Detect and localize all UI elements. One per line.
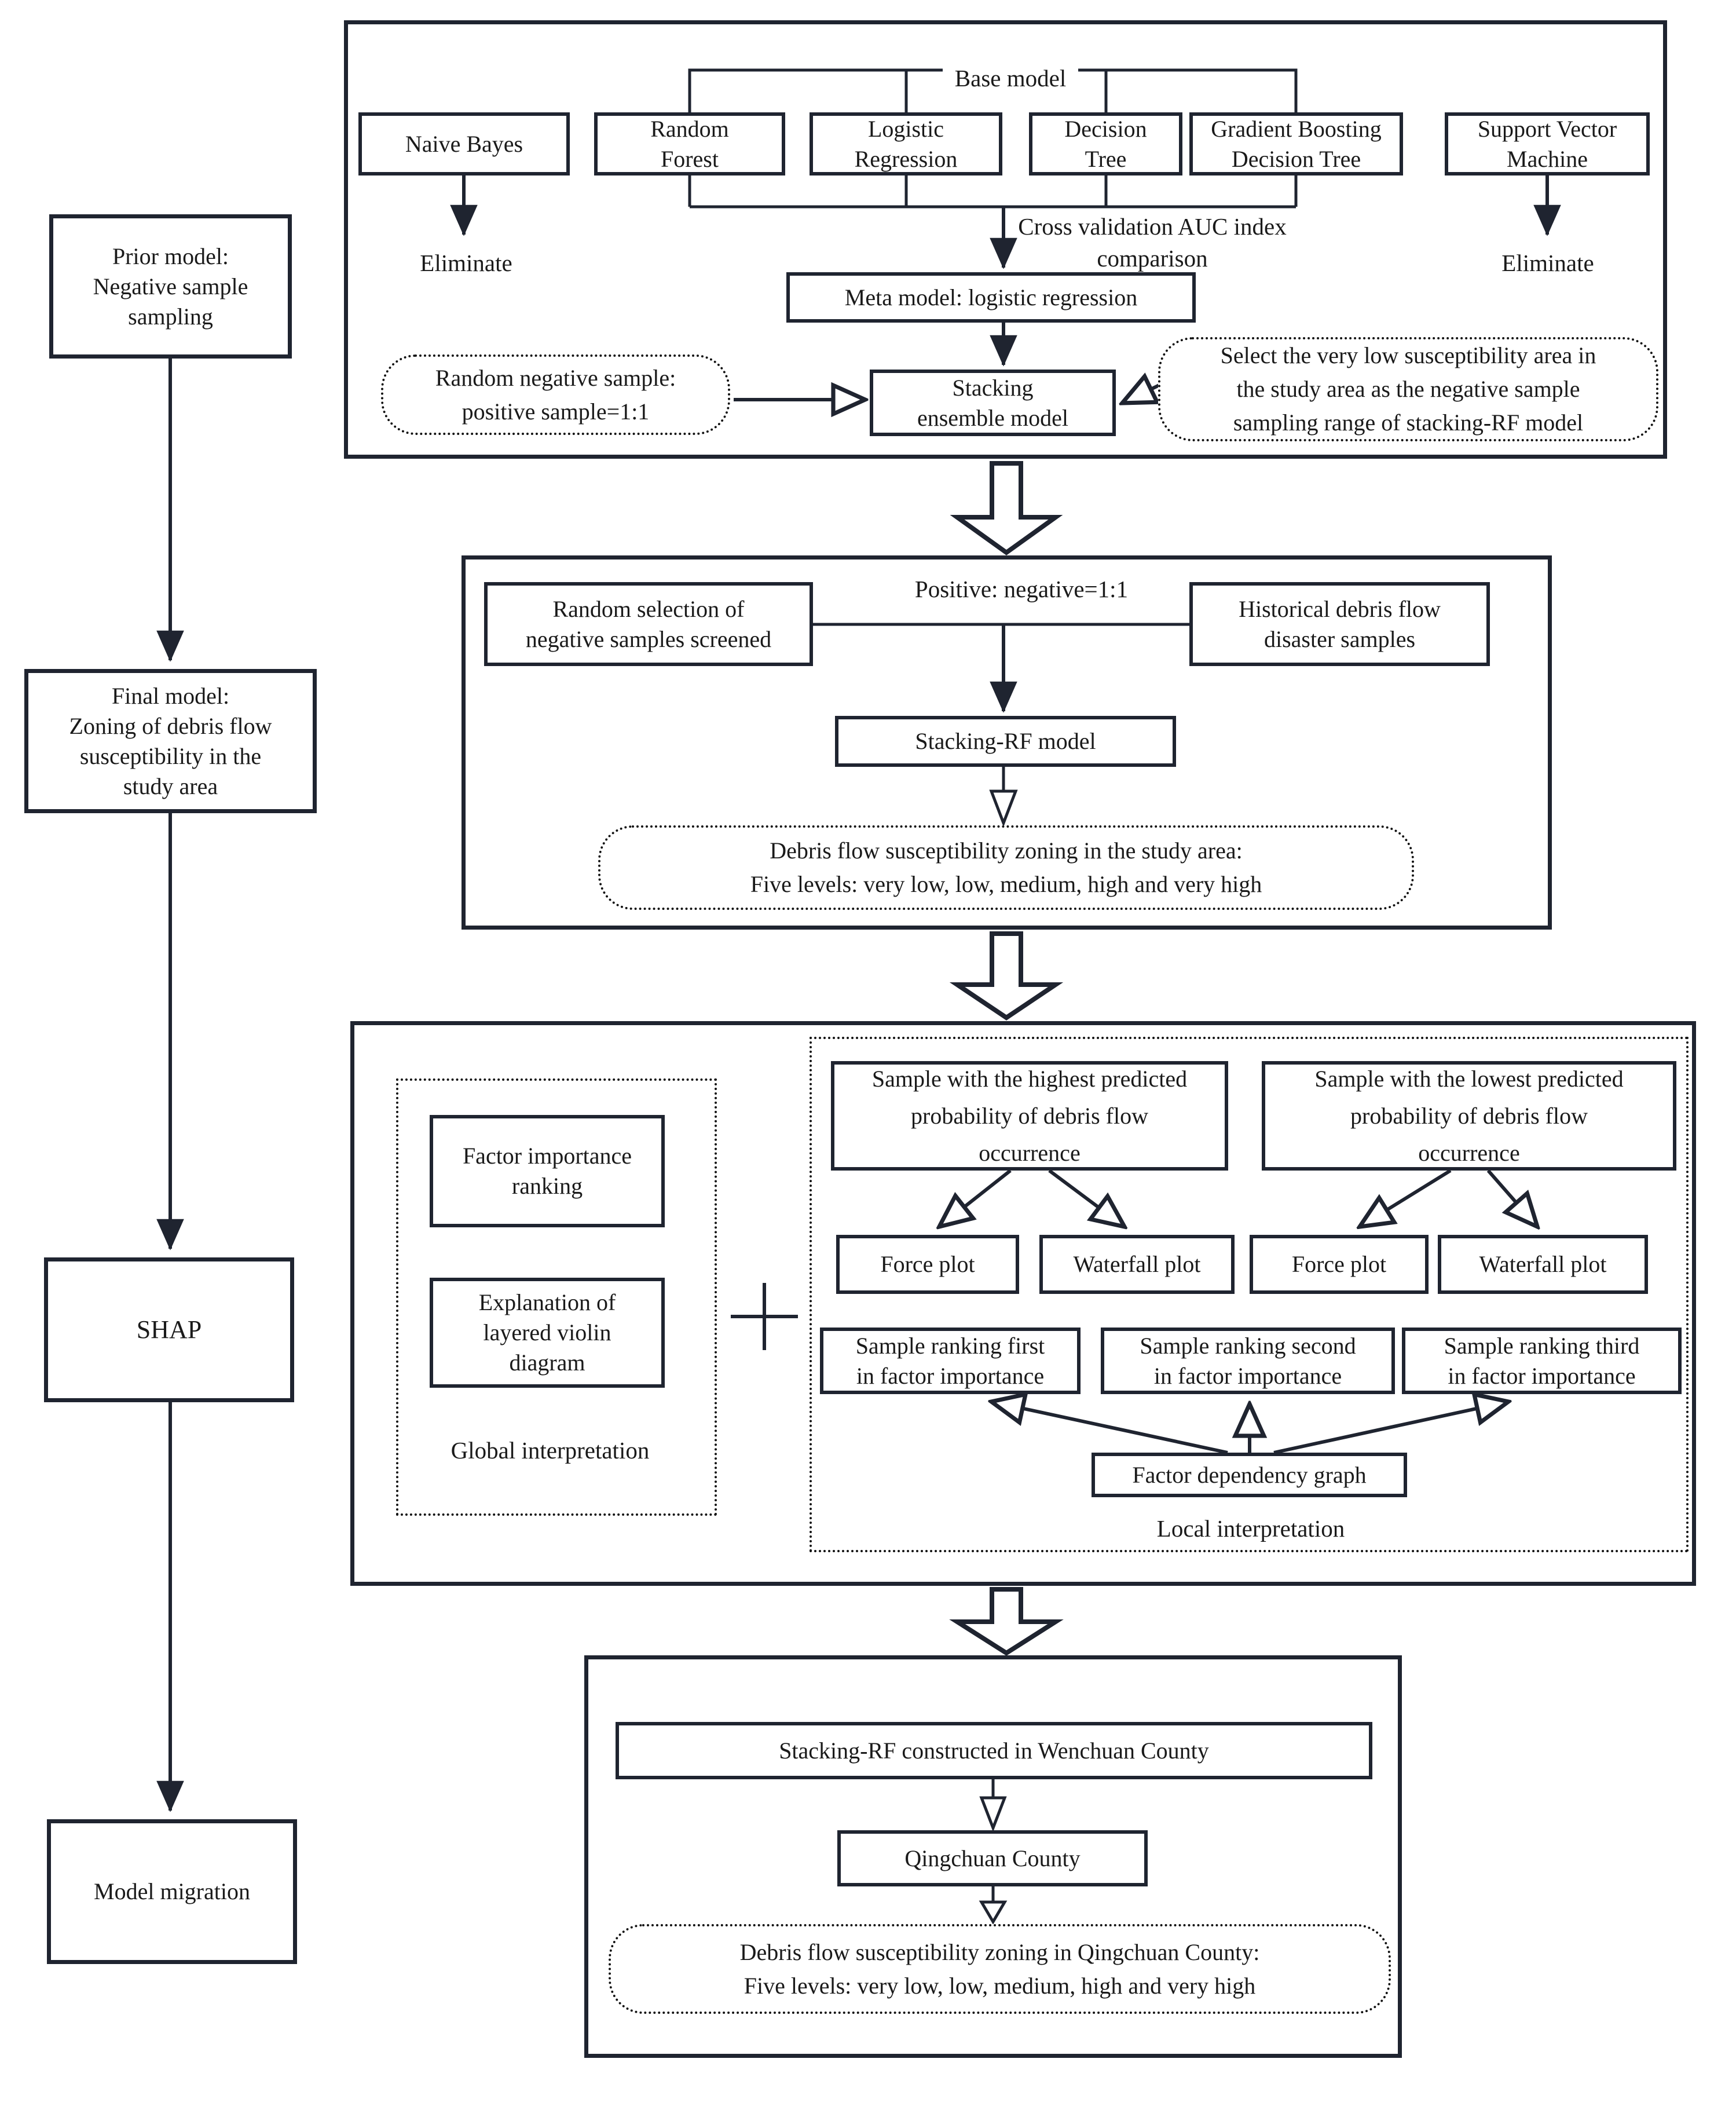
hint-select-area: Select the very low susceptibility area … — [1158, 337, 1658, 441]
eliminate-left-label: Eliminate — [420, 250, 512, 276]
box-stacking-ensemble: Stacking ensemble model — [870, 370, 1116, 436]
stacking-rf-down-arrow — [989, 767, 1018, 828]
box-decision-tree: Decision Tree — [1029, 112, 1182, 175]
box-factor-dependency: Factor dependency graph — [1092, 1453, 1407, 1497]
section-final-model — [462, 555, 1552, 930]
box-waterfall-plot-1: Waterfall plot — [1039, 1235, 1235, 1294]
cross-validation-label: Cross validation AUC index comparison — [1018, 213, 1287, 272]
section-model-migration — [584, 1655, 1402, 2058]
box-naive-bayes: Naive Bayes — [358, 112, 570, 175]
cross-validation-connector — [688, 175, 1298, 269]
box-rank-first: Sample ranking first in factor importanc… — [820, 1328, 1081, 1394]
factor-dependency-arrows — [991, 1402, 1508, 1454]
base-model-label: Base model — [954, 65, 1067, 92]
hint-zoning-study-area: Debris flow susceptibility zoning in the… — [598, 825, 1414, 910]
box-force-plot-1: Force plot — [836, 1235, 1019, 1294]
section2-connectors — [813, 623, 1189, 713]
box-random-forest: Random Forest — [594, 112, 785, 175]
hint-zoning-qingchuan: Debris flow susceptibility zoning in Qin… — [609, 1924, 1391, 2014]
box-shap: SHAP — [44, 1257, 294, 1402]
global-interpretation-label: Global interpretation — [451, 1437, 650, 1464]
box-svm: Support Vector Machine — [1445, 112, 1650, 175]
box-sample-highest: Sample with the highest predicted probab… — [831, 1061, 1228, 1171]
box-waterfall-plot-2: Waterfall plot — [1438, 1235, 1648, 1294]
box-random-selection: Random selection of negative samples scr… — [484, 582, 813, 666]
box-logistic-regression: Logistic Regression — [810, 112, 1002, 175]
box-historical-samples: Historical debris flow disaster samples — [1189, 582, 1490, 666]
eliminate-right-label: Eliminate — [1501, 250, 1594, 276]
ratio-label: Positive: negative=1:1 — [914, 576, 1129, 602]
box-qingchuan: Qingchuan County — [837, 1830, 1148, 1886]
box-violin-explanation: Explanation of layered violin diagram — [430, 1278, 665, 1388]
box-rank-second: Sample ranking second in factor importan… — [1101, 1328, 1395, 1394]
box-wenchuan: Stacking-RF constructed in Wenchuan Coun… — [616, 1722, 1372, 1779]
box-gbdt: Gradient Boosting Decision Tree — [1189, 112, 1403, 175]
box-meta-model: Meta model: logistic regression — [786, 272, 1196, 323]
sample-to-plot-arrows — [939, 1169, 1537, 1227]
section4-arrows — [979, 1779, 1008, 1925]
plus-sign — [731, 1283, 798, 1350]
box-prior-model: Prior model: Negative sample sampling — [49, 214, 292, 359]
box-stacking-rf: Stacking-RF model — [835, 716, 1176, 767]
section-shap — [350, 1021, 1696, 1586]
box-rank-third: Sample ranking third in factor importanc… — [1402, 1328, 1682, 1394]
box-final-model: Final model: Zoning of debris flow susce… — [24, 669, 317, 813]
section-negative-sampling — [344, 20, 1667, 459]
section-block-arrows — [949, 461, 1064, 1656]
box-factor-importance: Factor importance ranking — [430, 1115, 665, 1227]
box-force-plot-2: Force plot — [1250, 1235, 1429, 1294]
base-model-bracket — [688, 68, 1298, 112]
local-interpretation-frame — [810, 1037, 1689, 1552]
box-sample-lowest: Sample with the lowest predicted probabi… — [1262, 1061, 1676, 1171]
box-model-migration: Model migration — [47, 1819, 297, 1964]
global-interpretation-frame — [396, 1078, 717, 1516]
eliminate-arrows — [450, 175, 1561, 236]
select-area-arrow — [1122, 385, 1162, 403]
local-interpretation-label: Local interpretation — [1156, 1515, 1345, 1542]
hint-random-negative-sample: Random negative sample: positive sample=… — [381, 354, 730, 435]
